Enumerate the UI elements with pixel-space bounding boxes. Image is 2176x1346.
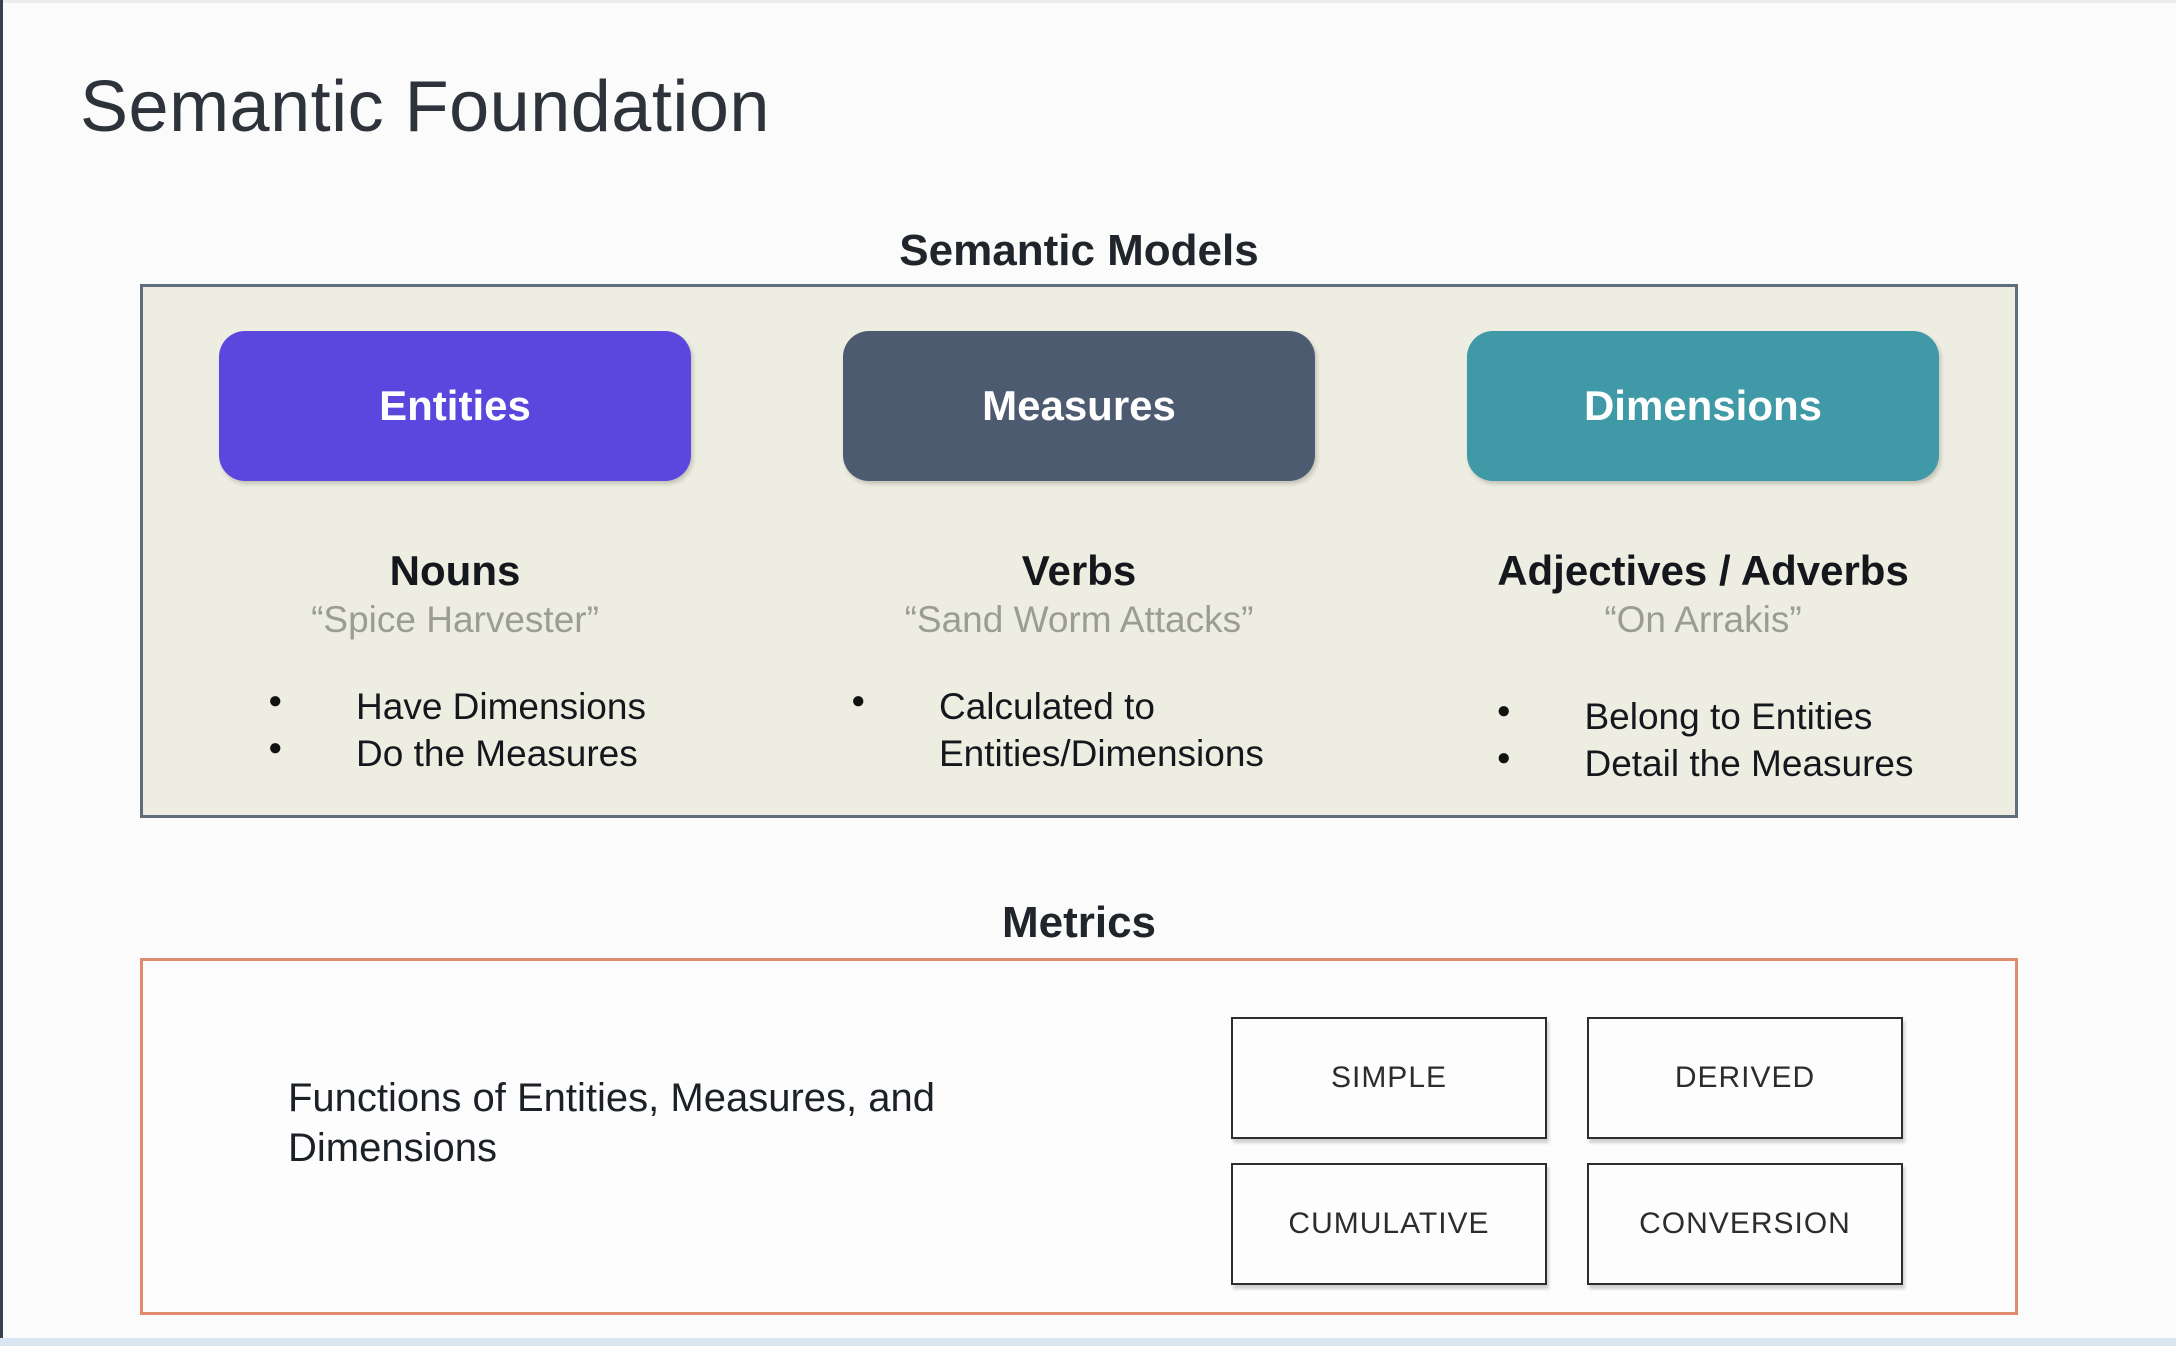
window-bottom-edge [0, 1338, 2176, 1346]
metric-type-cumulative: CUMULATIVE [1231, 1163, 1547, 1285]
measures-bullet-list: Calculated to Entities/Dimensions [847, 683, 1311, 778]
semantic-models-panel: Entities Nouns “Spice Harvester” Have Di… [140, 284, 2018, 818]
semantic-models-heading: Semantic Models [899, 226, 1259, 275]
dimensions-bullet-list: Belong to Entities Detail the Measures [1492, 693, 1913, 788]
metric-type-derived: DERIVED [1587, 1017, 1903, 1139]
entities-column: Entities Nouns “Spice Harvester” Have Di… [143, 331, 767, 825]
window-top-edge [0, 0, 2176, 3]
bullet-item: Belong to Entities [1492, 693, 1913, 740]
dimensions-column: Dimensions Adjectives / Adverbs “On Arra… [1391, 331, 2015, 825]
entities-bullet-list: Have Dimensions Do the Measures [264, 683, 646, 778]
window-left-edge [0, 0, 3, 1338]
entities-subtitle: Nouns [389, 547, 521, 594]
measures-quote: “Sand Worm Attacks” [904, 599, 1254, 640]
bullet-item: Have Dimensions [264, 683, 646, 730]
bullet-item: Detail the Measures [1492, 740, 1913, 787]
measures-subtitle: Verbs [1021, 547, 1137, 594]
metrics-panel: Functions of Entities, Measures, and Dim… [140, 958, 2018, 1315]
measures-pill: Measures [843, 331, 1315, 481]
bullet-item: Do the Measures [264, 730, 646, 777]
entities-pill: Entities [219, 331, 691, 481]
entities-quote: “Spice Harvester” [311, 599, 599, 640]
dimensions-pill: Dimensions [1467, 331, 1939, 481]
measures-column: Measures Verbs “Sand Worm Attacks” Calcu… [767, 331, 1391, 825]
metric-types-grid: SIMPLE DERIVED CUMULATIVE CONVERSION [1231, 1017, 1903, 1285]
metrics-heading: Metrics [1001, 898, 1157, 947]
page-title: Semantic Foundation [80, 67, 770, 147]
metrics-description: Functions of Entities, Measures, and Dim… [288, 1076, 935, 1170]
dimensions-quote: “On Arrakis” [1604, 599, 1802, 640]
dimensions-subtitle: Adjectives / Adverbs [1497, 547, 1909, 594]
bullet-item: Calculated to Entities/Dimensions [847, 683, 1311, 778]
metric-type-simple: SIMPLE [1231, 1017, 1547, 1139]
metric-type-conversion: CONVERSION [1587, 1163, 1903, 1285]
